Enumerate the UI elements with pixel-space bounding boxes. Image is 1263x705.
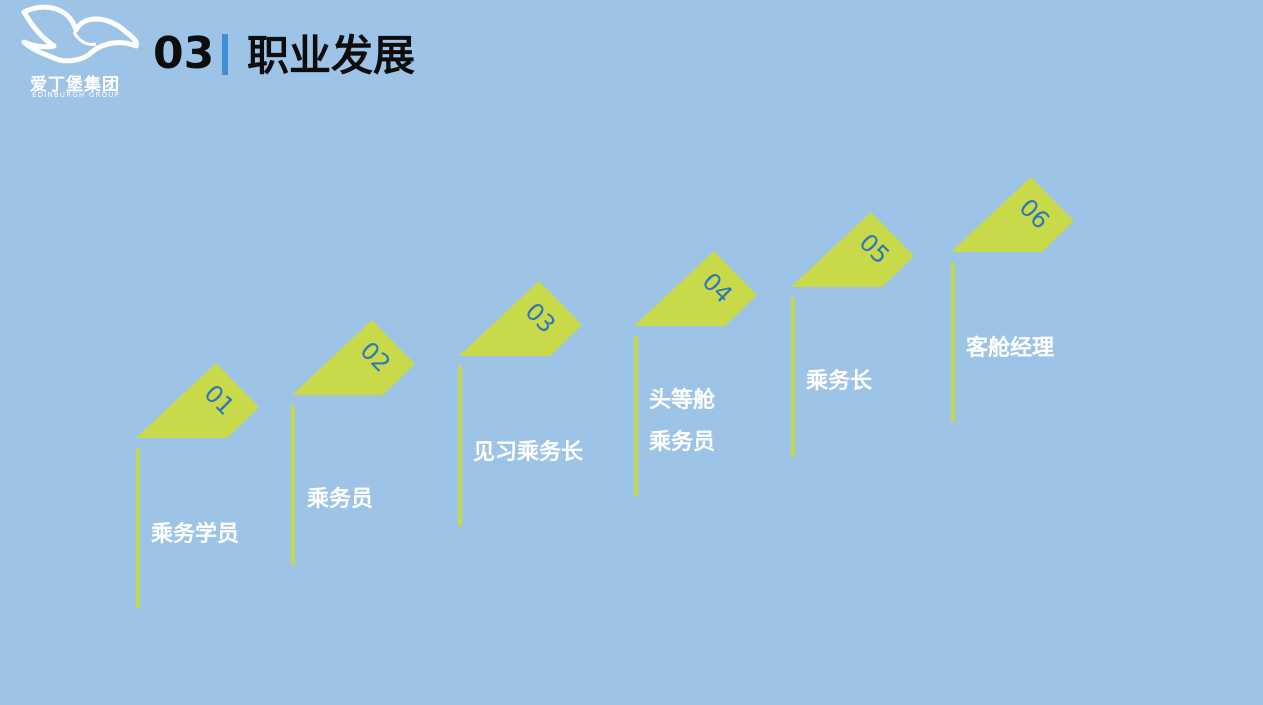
step-pole xyxy=(291,405,295,565)
flag-shape-icon xyxy=(791,212,914,287)
logo-english-name: EDINBURGH GROUP xyxy=(32,91,120,99)
flag-shape-icon xyxy=(292,320,415,395)
step-label: 客舱经理 xyxy=(966,336,1055,361)
step-pole xyxy=(634,336,638,496)
page-title: 职业发展 xyxy=(247,31,416,80)
bird-logo-icon xyxy=(21,4,139,64)
step-pole xyxy=(791,297,795,457)
flag-shape-icon xyxy=(136,363,259,438)
step-pole xyxy=(951,262,955,422)
title-divider xyxy=(222,34,228,75)
logo-chinese-name: 爱丁堡集团 xyxy=(30,75,120,95)
step-pole xyxy=(136,448,140,608)
step-label-line1: 头等舱 xyxy=(649,388,716,413)
section-number: 03 xyxy=(153,28,215,79)
step-label: 见习乘务长 xyxy=(473,440,584,465)
flag-shape-icon xyxy=(951,177,1074,252)
company-logo: 爱丁堡集团 EDINBURGH GROUP xyxy=(14,2,144,102)
flag-shape-icon xyxy=(634,251,757,326)
step-label: 乘务长 xyxy=(806,369,873,394)
step-label: 乘务学员 xyxy=(151,522,240,547)
flag-shape-icon xyxy=(459,281,582,356)
step-pole xyxy=(458,366,462,526)
step-label: 乘务员 xyxy=(307,487,374,512)
step-label-line2: 乘务员 xyxy=(649,430,716,455)
